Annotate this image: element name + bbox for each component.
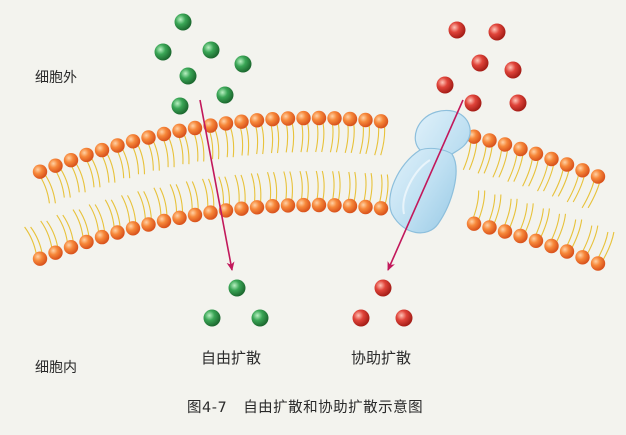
phospholipid-head-outer (513, 141, 528, 157)
phospholipid-head-inner (466, 216, 482, 231)
phospholipid-head-inner (249, 200, 265, 215)
facilitated-diffusion-molecule (509, 94, 527, 112)
phospholipid-head-inner (528, 233, 544, 248)
free-diffusion-molecule (251, 309, 269, 327)
phospholipid-head-outer (141, 130, 156, 145)
phospholipid-head-inner (296, 197, 311, 213)
free-diffusion-label: 自由扩散 (201, 349, 262, 367)
phospholipid-head-inner (125, 221, 141, 236)
phospholipid-head-inner (110, 225, 125, 240)
facilitated-diffusion-arrow (387, 99, 464, 271)
phospholipid-head-outer (125, 134, 141, 149)
free-diffusion-molecule (234, 55, 252, 73)
channel-protein (389, 109, 471, 234)
phospholipid-head-outer (311, 110, 327, 126)
phospholipid-head-outer (544, 151, 559, 167)
free-diffusion-molecule (228, 279, 246, 297)
facilitated-diffusion-molecules (352, 21, 527, 327)
phospholipid-head-inner (265, 199, 280, 214)
phospholipid-head-inner (590, 256, 606, 271)
phospholipid-head-outer (203, 118, 218, 133)
phospholipid-head-outer (172, 123, 187, 138)
phospholipid-head-outer (156, 126, 172, 142)
phospholipid-head-outer (296, 110, 311, 126)
facilitated-diffusion-molecule (436, 76, 454, 94)
facilitated-diffusion-molecule (488, 23, 506, 41)
phospholipid-head-inner (559, 244, 575, 259)
phospholipid-head-inner (280, 198, 296, 213)
phospholipid-head-outer (482, 133, 497, 148)
phospholipid-head-inner (311, 197, 327, 213)
phospholipid-head-inner (327, 198, 342, 213)
phospholipid-head-inner (94, 229, 110, 245)
phospholipid-head-outer (590, 169, 606, 184)
phospholipid-head-outer (48, 158, 63, 173)
phospholipid-head-outer (559, 157, 575, 172)
facilitated-diffusion-label: 协助扩散 (351, 349, 412, 367)
facilitated-diffusion-molecule (395, 309, 413, 327)
free-diffusion-molecule (202, 41, 220, 59)
phospholipid-head-inner (544, 238, 559, 254)
facilitated-diffusion-molecule (448, 21, 466, 39)
free-diffusion-molecule (216, 86, 234, 104)
figure-number: 图4-7 (187, 400, 228, 416)
phospholipid-head-inner (575, 250, 590, 265)
phospholipid-head-outer (342, 111, 358, 127)
phospholipid-head-inner (141, 217, 156, 232)
facilitated-diffusion-molecule (352, 309, 370, 327)
free-diffusion-molecules (154, 13, 269, 327)
phospholipid-head-outer (94, 142, 110, 158)
phospholipid-head-outer (528, 146, 544, 161)
free-diffusion-molecule (174, 13, 192, 31)
intracellular-label: 细胞内 (35, 360, 77, 376)
figure-title: 自由扩散和协助扩散示意图 (243, 400, 424, 416)
phospholipid-head-inner (234, 201, 249, 216)
phospholipid-head-inner (482, 220, 497, 235)
phospholipid-head-outer (32, 164, 48, 179)
phospholipid-head-outer (280, 111, 296, 126)
phospholipid-head-inner (172, 210, 187, 225)
phospholipid-head-outer (110, 138, 125, 153)
phospholipid-head-inner (358, 199, 373, 215)
phospholipid-head-inner (187, 207, 203, 223)
phospholipid-head-outer (218, 116, 234, 131)
facilitated-diffusion-molecule (471, 54, 489, 72)
free-diffusion-molecule (171, 97, 189, 115)
phospholipid-head-inner (156, 213, 172, 229)
phospholipid-head-outer (79, 147, 94, 163)
free-diffusion-arrow (199, 99, 235, 271)
phospholipid-head-inner (48, 245, 63, 260)
extracellular-label: 细胞外 (35, 70, 77, 86)
phospholipid-head-outer (327, 111, 342, 126)
phospholipid-head-outer (575, 163, 590, 178)
lipid-heads (32, 110, 606, 271)
phospholipid-head-outer (249, 113, 265, 128)
phospholipid-head-inner (513, 228, 528, 244)
phospholipid-head-inner (203, 205, 218, 220)
facilitated-diffusion-molecule (504, 61, 522, 79)
free-diffusion-molecule (179, 67, 197, 85)
lipid-tails (24, 117, 615, 264)
phospholipid-head-outer (497, 137, 513, 152)
phospholipid-head-inner (497, 224, 513, 239)
facilitated-diffusion-molecule (464, 94, 482, 112)
phospholipid-head-inner (79, 234, 94, 250)
phospholipid-head-inner (63, 240, 79, 255)
phospholipid-head-inner (218, 203, 234, 218)
free-diffusion-molecule (203, 309, 221, 327)
phospholipid-head-outer (265, 112, 280, 127)
phospholipid-head-outer (234, 114, 249, 129)
phospholipid-head-inner (32, 251, 48, 266)
phospholipid-head-inner (373, 201, 389, 216)
phospholipid-head-inner (342, 198, 358, 214)
phospholipid-head-outer (63, 153, 79, 168)
phospholipid-head-outer (373, 114, 389, 129)
facilitated-diffusion-molecule (374, 279, 392, 297)
phospholipid-head-outer (187, 120, 203, 136)
figure-caption: 图4-7 自由扩散和协助扩散示意图 (187, 396, 423, 417)
free-diffusion-molecule (154, 43, 172, 61)
phospholipid-head-outer (358, 112, 373, 128)
